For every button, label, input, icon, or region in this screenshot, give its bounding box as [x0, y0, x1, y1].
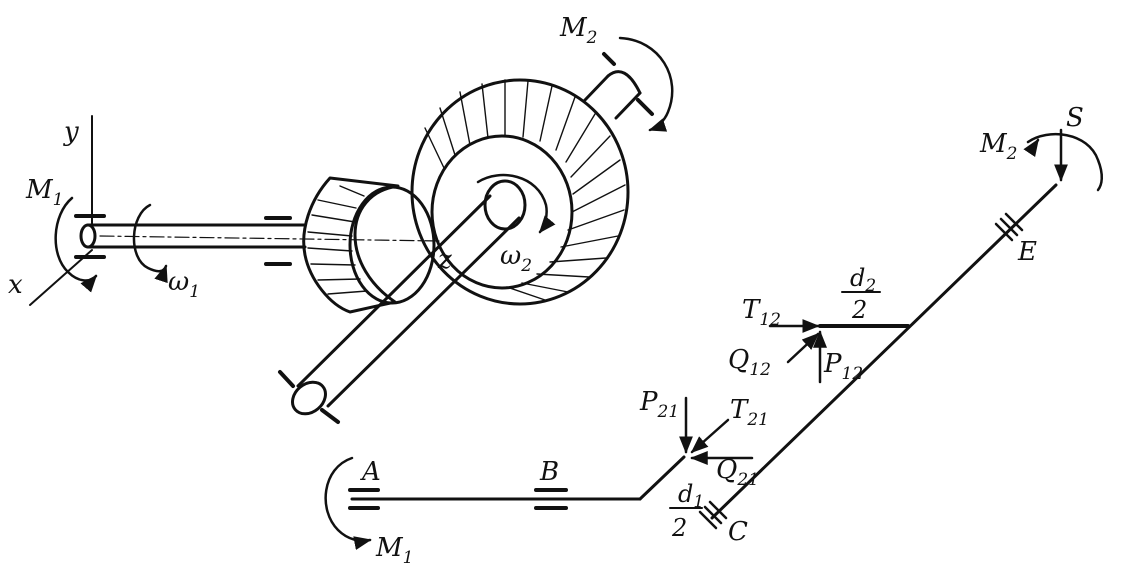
- input-shaft: [74, 214, 441, 266]
- large-bevel-gear: [410, 78, 630, 306]
- force-q12-arrow: [786, 332, 820, 364]
- bearing-c: [698, 500, 728, 530]
- m2-moment-arrow-right: [1026, 132, 1103, 192]
- shaft2-axis: [710, 183, 1058, 520]
- label-d2-denominator: 2: [851, 296, 867, 324]
- label-m2-top: M2: [559, 13, 597, 48]
- label-p21: P21: [639, 387, 679, 422]
- label-d2-numerator: d2: [850, 264, 876, 296]
- m2-moment-arrow-top: [618, 36, 674, 132]
- label-y: y: [63, 117, 79, 147]
- label-omega1: ω1: [168, 267, 200, 302]
- label-e: E: [1017, 237, 1037, 267]
- label-omega2: ω2: [500, 241, 532, 276]
- label-d1-numerator: d1: [678, 480, 704, 512]
- label-m1-bottom: M1: [375, 533, 413, 568]
- label-p12: P12: [823, 349, 863, 384]
- force-diagram: S M2 E d2 2 T12 Q12 P12 P21 T21 Q21 A B …: [324, 103, 1103, 568]
- label-a: A: [360, 457, 381, 487]
- label-m1-left: M1: [25, 175, 63, 210]
- label-x: x: [8, 270, 23, 300]
- label-b: B: [539, 457, 559, 487]
- label-s: S: [1066, 103, 1084, 133]
- omega2-rotation-arrow: [476, 173, 556, 234]
- label-z: z: [437, 245, 452, 275]
- label-q12: Q12: [728, 345, 771, 380]
- omega1-rotation-arrow: [132, 203, 168, 284]
- output-shaft: [278, 52, 654, 424]
- bearing-e: [994, 212, 1024, 242]
- gear-assembly-sketch: y x z M1 M2 ω1 ω2: [8, 13, 674, 424]
- label-c: C: [728, 517, 748, 547]
- label-t21: T21: [730, 395, 769, 430]
- x-axis: [29, 249, 93, 306]
- label-q21: Q21: [716, 455, 759, 490]
- label-m2-right: M2: [979, 129, 1017, 164]
- label-d1-denominator: 2: [671, 514, 687, 542]
- m1-moment-arrow: [54, 196, 98, 293]
- pinion-bevel-gear: [302, 176, 436, 314]
- force-t21-arrow: [690, 418, 730, 454]
- pinion-radius-arm: [638, 455, 686, 501]
- label-t12: T12: [742, 295, 781, 330]
- m1-moment-arrow-bottom: [324, 456, 372, 550]
